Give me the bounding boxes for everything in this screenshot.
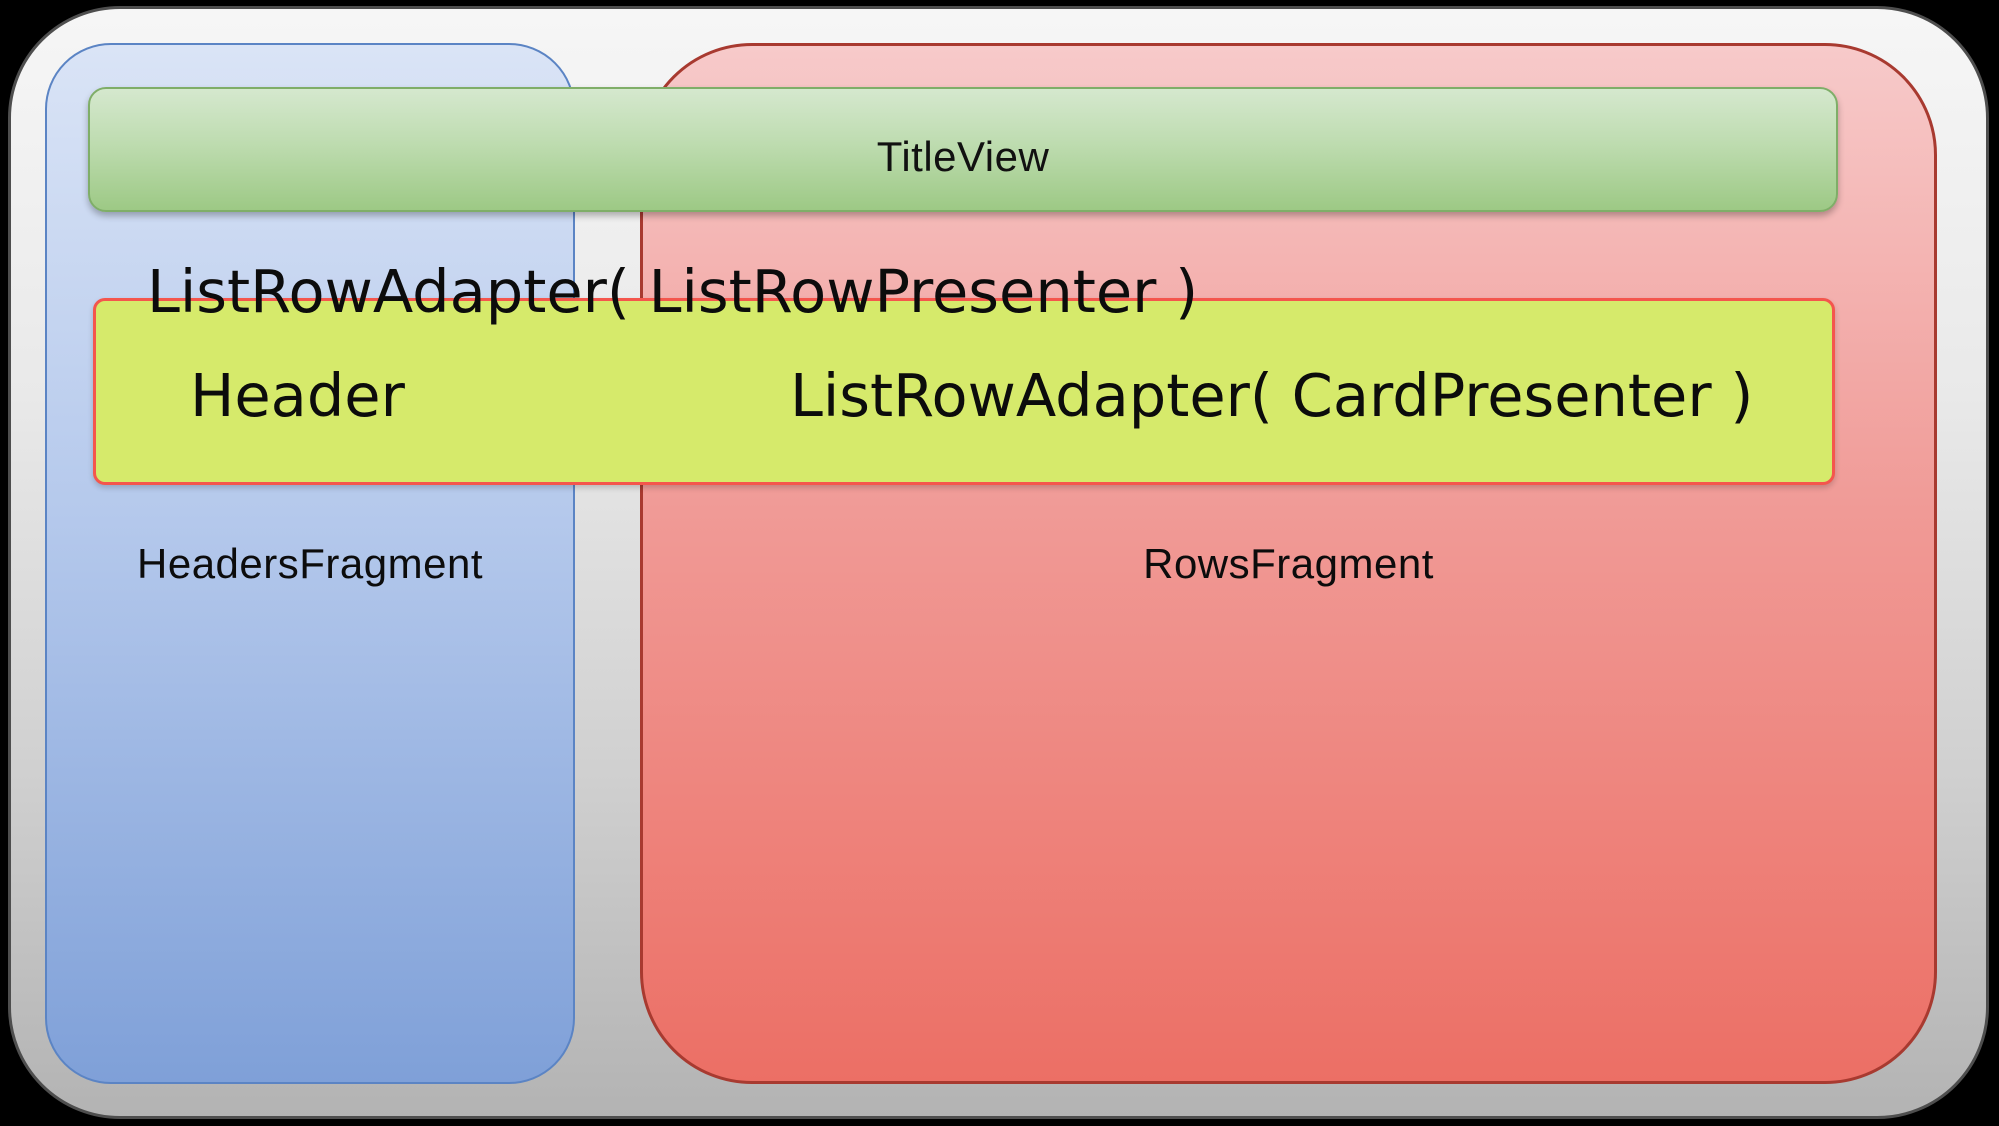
titleview-label: TitleView (876, 132, 1050, 180)
rows-fragment-box (640, 43, 1937, 1084)
header-label: Header (190, 361, 405, 430)
rows-fragment-label: RowsFragment (1143, 540, 1434, 587)
titleview-bar: TitleView (88, 87, 1838, 212)
headers-fragment-label: HeadersFragment (137, 540, 483, 587)
headers-fragment-box (45, 43, 575, 1084)
listrow-box (93, 298, 1835, 485)
listrow-adapter-cardpresenter-label: ListRowAdapter( CardPresenter ) (790, 361, 1754, 430)
listrow-adapter-listrowpresenter-label: ListRowAdapter( ListRowPresenter ) (147, 257, 1199, 326)
